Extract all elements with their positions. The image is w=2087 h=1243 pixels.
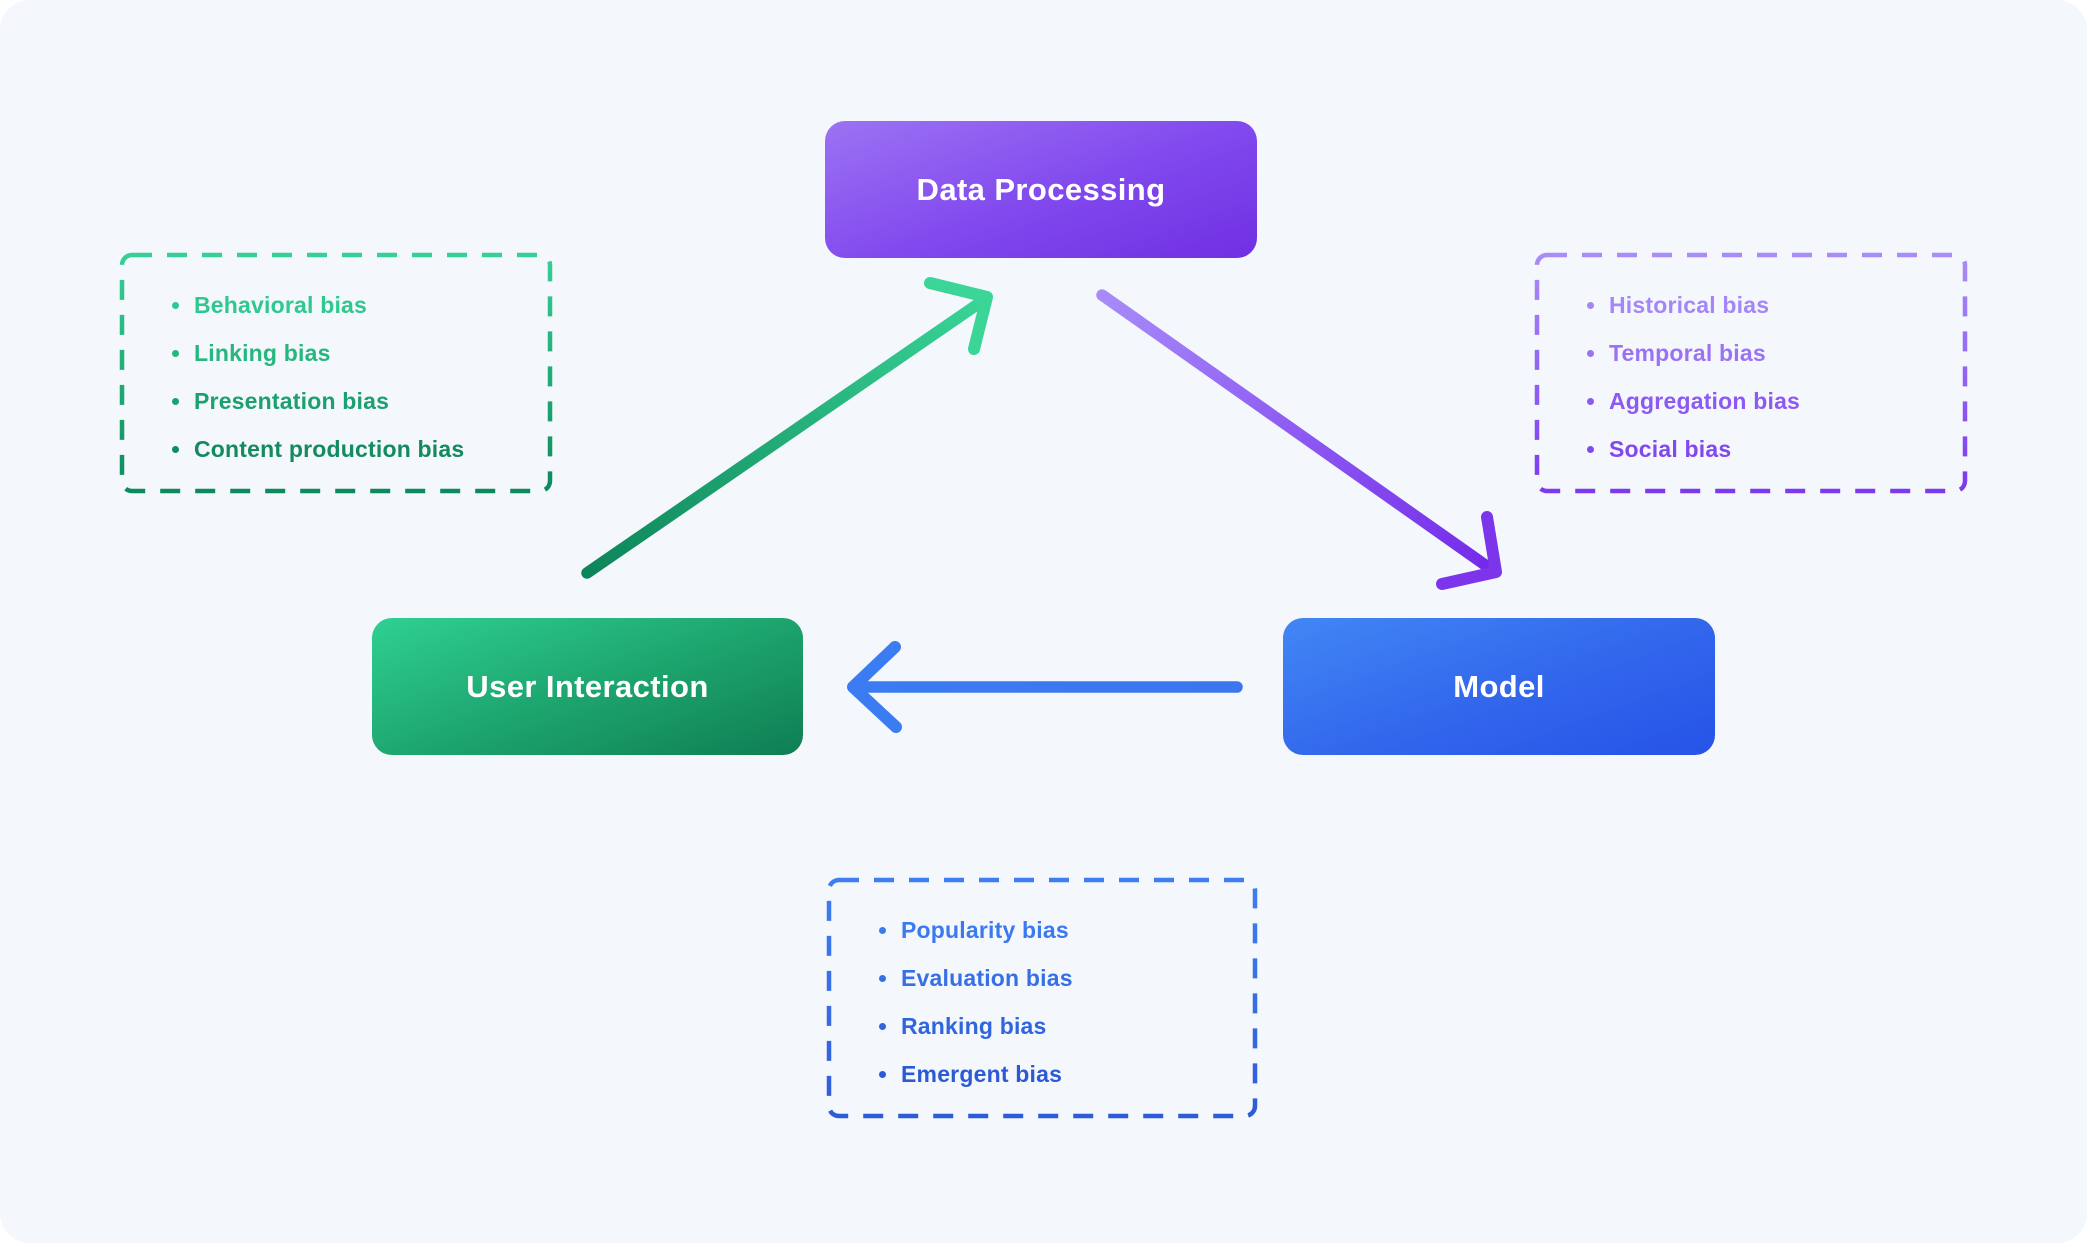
bias-box-border-user-interaction	[119, 252, 553, 494]
bullet-dot-icon	[879, 1022, 886, 1030]
bias-label: Historical bias	[1609, 291, 1770, 318]
bias-label: Social bias	[1609, 435, 1732, 462]
arrow-model-to-user-interaction	[847, 641, 1243, 733]
node-data-processing: Data Processing	[825, 121, 1257, 258]
node-label: Data Processing	[916, 171, 1166, 207]
bias-label: Popularity bias	[901, 916, 1069, 943]
arrow-line	[581, 298, 984, 579]
bullet-dot-icon	[879, 1070, 886, 1078]
bullet-dot-icon	[172, 301, 179, 309]
bias-list-item: Emergent bias	[827, 1050, 1259, 1098]
bullet-dot-icon	[172, 445, 179, 453]
arrowhead-icon	[1436, 511, 1502, 590]
bias-list-item: Aggregation bias	[1535, 377, 1967, 425]
bias-label: Ranking bias	[901, 1012, 1047, 1039]
bullet-dot-icon	[1587, 301, 1594, 309]
bias-label: Emergent bias	[901, 1060, 1063, 1087]
bias-label: Aggregation bias	[1609, 387, 1801, 414]
node-label: User Interaction	[466, 668, 709, 704]
arrow-user-interaction-to-data-processing	[581, 277, 993, 579]
bias-box-border-model	[826, 877, 1258, 1119]
bias-label: Content production bias	[194, 435, 465, 462]
bullet-dot-icon	[1587, 397, 1594, 405]
arrowhead-icon	[924, 277, 993, 355]
bias-list-item: Content production bias	[120, 425, 552, 473]
bias-list-item: Presentation bias	[120, 377, 552, 425]
bullet-dot-icon	[879, 974, 886, 982]
arrow-data-processing-to-model	[1096, 289, 1502, 590]
bias-label: Linking bias	[194, 339, 331, 366]
bias-label: Evaluation bias	[901, 964, 1073, 991]
bullet-dot-icon	[172, 349, 179, 357]
node-label: Model	[1453, 668, 1545, 704]
bias-label: Presentation bias	[194, 387, 390, 414]
bullet-dot-icon	[1587, 445, 1594, 453]
node-user-interaction: User Interaction	[372, 618, 803, 755]
node-model: Model	[1283, 618, 1715, 755]
bias-list-item: Historical bias	[1535, 281, 1967, 329]
bullet-dot-icon	[172, 397, 179, 405]
bias-list-item: Evaluation bias	[827, 954, 1259, 1002]
bullet-dot-icon	[1587, 349, 1594, 357]
bullet-dot-icon	[879, 926, 886, 934]
bias-label: Behavioral bias	[194, 291, 368, 318]
arrow-line	[1096, 289, 1494, 573]
bias-list-item: Popularity bias	[827, 906, 1259, 954]
bias-list-item: Temporal bias	[1535, 329, 1967, 377]
arrowhead-icon	[847, 641, 902, 733]
bias-list-item: Behavioral bias	[120, 281, 552, 329]
bias-list-item: Social bias	[1535, 425, 1967, 473]
bias-list-item: Ranking bias	[827, 1002, 1259, 1050]
bias-label: Temporal bias	[1609, 339, 1766, 366]
bias-list-item: Linking bias	[120, 329, 552, 377]
bias-box-border-data-processing	[1534, 252, 1968, 494]
